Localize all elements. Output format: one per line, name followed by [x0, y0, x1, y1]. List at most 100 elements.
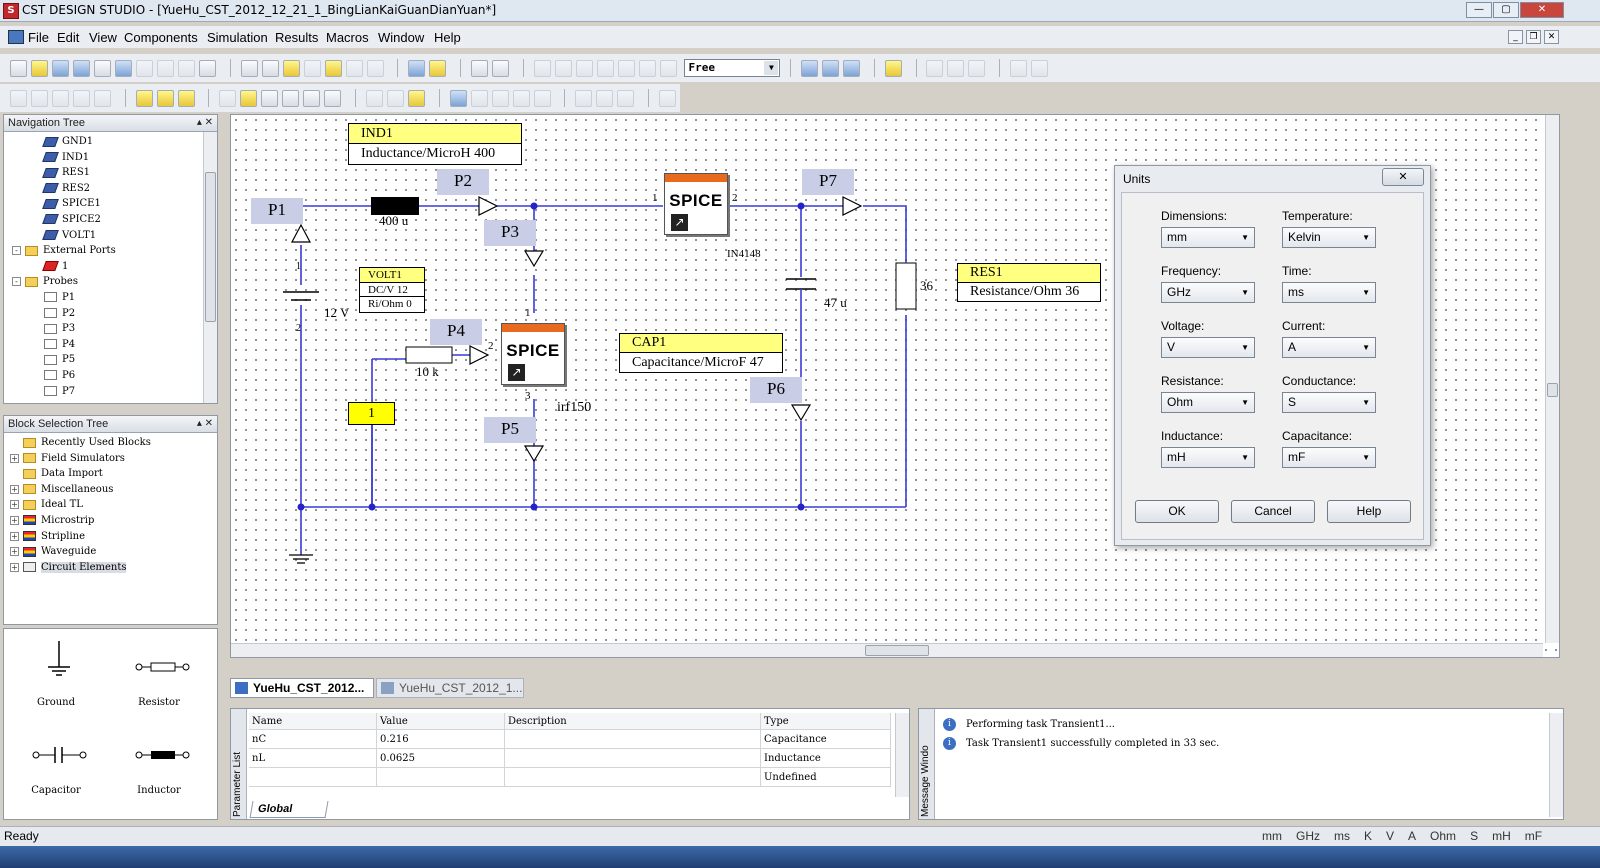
wire-icon[interactable]: [303, 89, 321, 107]
nav-scrollbar[interactable]: [203, 132, 217, 403]
nav-tree-item[interactable]: P3: [4, 321, 217, 337]
expand-icon[interactable]: +: [10, 500, 19, 510]
block-tree-item[interactable]: +Miscellaneous: [4, 482, 217, 498]
palette-resistor[interactable]: Resistor: [119, 637, 205, 717]
spice1-block[interactable]: SPICE ↗: [664, 173, 728, 235]
nav-tree-item[interactable]: P5: [4, 352, 217, 368]
frame-icon[interactable]: [470, 59, 488, 77]
status-unit[interactable]: Ohm: [1430, 829, 1457, 843]
nav-tree-item[interactable]: P6: [4, 368, 217, 384]
unit-select-resistance[interactable]: Ohm▼: [1161, 392, 1255, 413]
param-cell[interactable]: [249, 768, 377, 787]
node-icon-1[interactable]: [575, 89, 593, 107]
status-unit[interactable]: ms: [1334, 829, 1350, 843]
menu-file[interactable]: File: [28, 30, 49, 45]
status-unit[interactable]: GHz: [1296, 829, 1320, 843]
unit-select-time[interactable]: ms▼: [1282, 282, 1376, 303]
block-icon-5[interactable]: [94, 89, 111, 107]
doc-tab-1[interactable]: YueHu_CST_2012...: [230, 678, 374, 698]
view-icon[interactable]: [366, 59, 384, 77]
document-icon[interactable]: [8, 30, 24, 44]
cap1-info-box[interactable]: CAP1 Capacitance/MicroF 47: [619, 333, 783, 373]
align-icon[interactable]: [491, 59, 509, 77]
close-button[interactable]: ✕: [1520, 2, 1564, 18]
menu-help[interactable]: Help: [434, 30, 461, 45]
cancel-button[interactable]: Cancel: [1231, 500, 1315, 523]
result-icon-1[interactable]: [926, 59, 944, 77]
mesh-icon[interactable]: [575, 59, 593, 77]
block-icon-4[interactable]: [73, 89, 90, 107]
simulate-icon[interactable]: [177, 89, 195, 107]
nav-tree-item[interactable]: SPICE1: [4, 196, 217, 212]
merge-icon[interactable]: [365, 89, 383, 107]
expand-icon[interactable]: +: [10, 562, 19, 572]
param-cell[interactable]: nC: [249, 730, 377, 749]
connect-icon[interactable]: [554, 59, 572, 77]
maximize-button[interactable]: ▢: [1493, 2, 1519, 18]
snap-icon[interactable]: [429, 59, 447, 77]
pan-icon[interactable]: [324, 59, 342, 77]
expand-icon[interactable]: +: [10, 515, 19, 525]
volt1-info-box[interactable]: VOLT1 DC/V 12 Ri/Ohm 0: [359, 267, 425, 313]
arrange-icon-4[interactable]: [512, 89, 530, 107]
menu-components[interactable]: Components: [124, 30, 198, 45]
param-cell[interactable]: [505, 730, 761, 749]
port-label-p5[interactable]: P5: [484, 417, 536, 443]
node-icon-2[interactable]: [596, 89, 614, 107]
port-label-p1[interactable]: P1: [251, 198, 303, 224]
palette-ground[interactable]: Ground: [16, 637, 102, 717]
block-icon-3[interactable]: [52, 89, 69, 107]
panel-controls[interactable]: ▴ ✕: [196, 418, 213, 429]
status-unit[interactable]: mm: [1262, 829, 1282, 843]
result-icon-2[interactable]: [947, 59, 965, 77]
nav-tree-item[interactable]: VOLT1: [4, 228, 217, 244]
menu-edit[interactable]: Edit: [57, 30, 80, 45]
status-unit[interactable]: V: [1386, 829, 1395, 843]
expand-icon[interactable]: +: [10, 484, 19, 494]
status-unit[interactable]: S: [1470, 829, 1479, 843]
ground-tool-icon[interactable]: [282, 89, 300, 107]
expand-icon[interactable]: +: [10, 547, 19, 557]
task-icon[interactable]: [156, 89, 174, 107]
param-col-header[interactable]: Name: [249, 713, 377, 730]
block-tree-item[interactable]: +Circuit Elements: [4, 560, 217, 576]
block-tree-item[interactable]: +Ideal TL: [4, 497, 217, 513]
transform-icon[interactable]: [638, 59, 656, 77]
mdi-restore-button[interactable]: ❐: [1526, 30, 1541, 44]
tab-global[interactable]: Global: [249, 801, 329, 818]
tool-icon[interactable]: [617, 59, 635, 77]
menu-view[interactable]: View: [89, 30, 117, 45]
external-port-1[interactable]: 1: [348, 402, 395, 425]
help-button[interactable]: Help: [1327, 500, 1411, 523]
canvas-vscrollbar[interactable]: [1545, 115, 1559, 643]
select-pointer-icon[interactable]: [240, 59, 258, 77]
arrange-icon-3[interactable]: [491, 89, 509, 107]
param-cell[interactable]: nL: [249, 749, 377, 768]
cascade-icon[interactable]: [843, 59, 861, 77]
nav-tree-item[interactable]: P4: [4, 337, 217, 353]
nav-tree-item[interactable]: P7: [4, 384, 217, 400]
nav-tree-item[interactable]: P1: [4, 290, 217, 306]
nav-tree-item[interactable]: RES2: [4, 181, 217, 197]
run-icon[interactable]: [219, 89, 237, 107]
canvas-hscroll-thumb[interactable]: [865, 645, 929, 656]
block-tree-item[interactable]: Recently Used Blocks: [4, 435, 217, 451]
arrange-icon-2[interactable]: [470, 89, 488, 107]
macro-icon[interactable]: [884, 59, 902, 77]
block-tree-item[interactable]: +Field Simulators: [4, 451, 217, 467]
redo-icon[interactable]: [136, 59, 153, 77]
block-icon-1[interactable]: [10, 89, 27, 107]
cut-icon[interactable]: [157, 59, 174, 77]
arrange-icon-1[interactable]: [449, 89, 467, 107]
param-cell[interactable]: Undefined: [761, 768, 891, 787]
arrange-icon-5[interactable]: [533, 89, 551, 107]
param-icon[interactable]: [135, 89, 153, 107]
menu-window[interactable]: Window: [378, 30, 425, 45]
rotate-icon[interactable]: [345, 59, 363, 77]
block-icon-2[interactable]: [31, 89, 48, 107]
minimize-button[interactable]: —: [1466, 2, 1492, 18]
save-icon[interactable]: [52, 59, 69, 77]
unit-select-capacitance[interactable]: mF▼: [1282, 447, 1376, 468]
mode-select[interactable]: Free▼: [684, 59, 781, 77]
